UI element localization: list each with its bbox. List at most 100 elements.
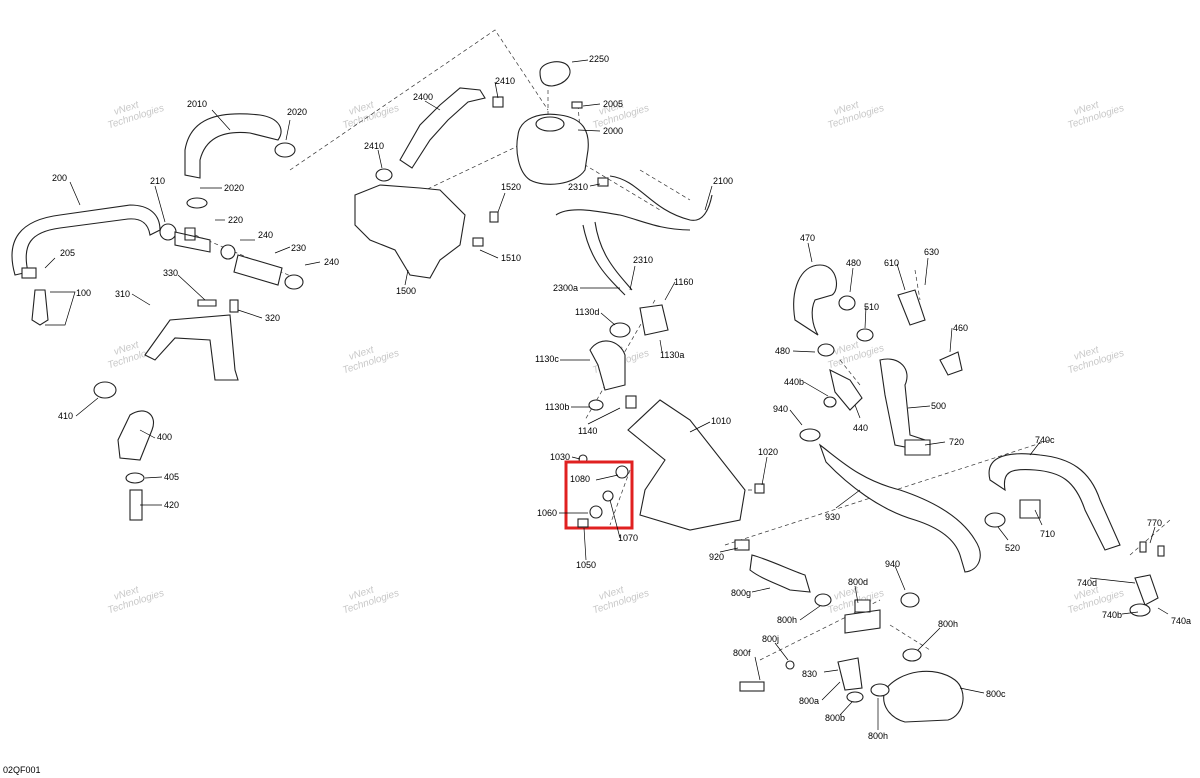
hose-930 — [818, 443, 981, 573]
elbow-440 — [829, 368, 863, 411]
hose-400 — [117, 410, 154, 461]
callout-310: 310 — [115, 289, 130, 299]
callout-labels: 2250 2410 2400 2005 2000 2010 2020 2410 … — [52, 54, 1191, 741]
clamp-510 — [856, 328, 874, 342]
clamp-405 — [125, 472, 145, 484]
callout-200: 200 — [52, 173, 67, 183]
callout-630: 630 — [924, 247, 939, 257]
oring-740b — [1129, 603, 1151, 617]
hose-470 — [793, 264, 838, 336]
callout-1160: 1160 — [674, 277, 693, 287]
callout-330: 330 — [163, 268, 178, 278]
callout-100: 100 — [76, 288, 91, 298]
clamp-240a — [220, 244, 236, 260]
elbow-830 — [837, 657, 863, 691]
callout-220: 220 — [228, 215, 243, 225]
clamp-710 — [1019, 499, 1041, 519]
clamp-940b — [900, 592, 920, 608]
bolt-1020 — [754, 483, 765, 494]
screw-2005 — [571, 101, 583, 109]
oring-800b — [846, 691, 864, 703]
callout-2005: 2005 — [603, 99, 623, 109]
callout-520: 520 — [1005, 543, 1020, 553]
washer-800j — [785, 660, 795, 670]
clamp-210 — [159, 223, 177, 241]
hose-800g — [749, 554, 811, 593]
fastener-group-highlight — [564, 460, 634, 530]
hose-2100 — [609, 175, 713, 221]
leader-lines — [44, 59, 1169, 730]
clamp-2410-top — [492, 96, 504, 108]
callout-740d: 740d — [1077, 578, 1097, 588]
callout-510: 510 — [864, 302, 879, 312]
hose-2100-b — [555, 209, 691, 231]
callout-240: 240 — [324, 257, 339, 267]
callout-2100: 2100 — [713, 176, 733, 186]
hose-200 — [11, 204, 161, 276]
callout-800f: 800f — [733, 648, 751, 658]
hose-740c — [988, 453, 1121, 551]
callout-930: 930 — [825, 512, 840, 522]
bolt-1080 — [615, 465, 629, 479]
elbow-740d — [1134, 574, 1159, 606]
callout-440b: 440b — [784, 377, 804, 387]
callout-205: 205 — [60, 248, 75, 258]
parts-artwork — [11, 61, 1165, 723]
callout-2410: 2410 — [364, 141, 384, 151]
clamp-1130d — [609, 322, 631, 338]
callout-2300a: 2300a — [553, 283, 578, 293]
callout-710: 710 — [1040, 529, 1055, 539]
tee-220 — [174, 227, 211, 253]
reservoir-2000 — [516, 113, 589, 185]
callout-740b: 740b — [1102, 610, 1122, 620]
clamp-2020-top — [274, 142, 296, 158]
callout-770: 770 — [1147, 518, 1162, 528]
sensor-100 — [31, 289, 49, 326]
callout-1030: 1030 — [550, 452, 570, 462]
callout-2010: 2010 — [187, 99, 207, 109]
callout-420: 420 — [164, 500, 179, 510]
callout-800c: 800c — [986, 689, 1006, 699]
callout-830: 830 — [802, 669, 817, 679]
clamp-480b — [817, 343, 835, 357]
screw-770b — [1157, 545, 1165, 557]
callout-240: 240 — [258, 230, 273, 240]
callout-2400: 2400 — [413, 92, 433, 102]
assembly-dashed-lines — [194, 29, 1171, 661]
bracket-310 — [144, 314, 239, 381]
callout-1130a: 1130a — [660, 350, 684, 360]
bolt-1520 — [489, 211, 499, 223]
hose-2300a — [582, 224, 626, 296]
callout-400: 400 — [157, 432, 172, 442]
fitting-205 — [21, 267, 37, 279]
fitting-1140 — [625, 395, 637, 409]
callout-1520: 1520 — [501, 182, 521, 192]
clamp-940a — [799, 428, 821, 442]
callout-1510: 1510 — [501, 253, 521, 263]
hose-2010 — [184, 113, 282, 179]
plate-1010 — [627, 399, 746, 531]
callout-2020: 2020 — [224, 183, 244, 193]
callout-470: 470 — [800, 233, 815, 243]
clamp-800h-left — [814, 593, 832, 607]
callout-800g: 800g — [731, 588, 751, 598]
callout-800b: 800b — [825, 713, 845, 723]
cap-2250 — [539, 61, 571, 87]
callout-1060: 1060 — [537, 508, 557, 518]
clamp-800h-bottom — [870, 683, 890, 697]
hose-230 — [233, 254, 283, 286]
washer-1070 — [602, 490, 614, 502]
callout-1050: 1050 — [576, 560, 596, 570]
callout-2020: 2020 — [287, 107, 307, 117]
callout-1130b: 1130b — [545, 402, 569, 412]
callout-2310: 2310 — [568, 182, 588, 192]
callout-480: 480 — [846, 258, 861, 268]
fitting-920 — [734, 539, 750, 551]
nut-1510 — [472, 237, 484, 247]
clamp-720 — [904, 439, 931, 456]
sensor-460 — [939, 351, 963, 376]
hose-2400 — [399, 87, 486, 169]
bolt-320 — [229, 299, 239, 313]
callout-2250: 2250 — [589, 54, 609, 64]
callout-2410: 2410 — [495, 76, 515, 86]
